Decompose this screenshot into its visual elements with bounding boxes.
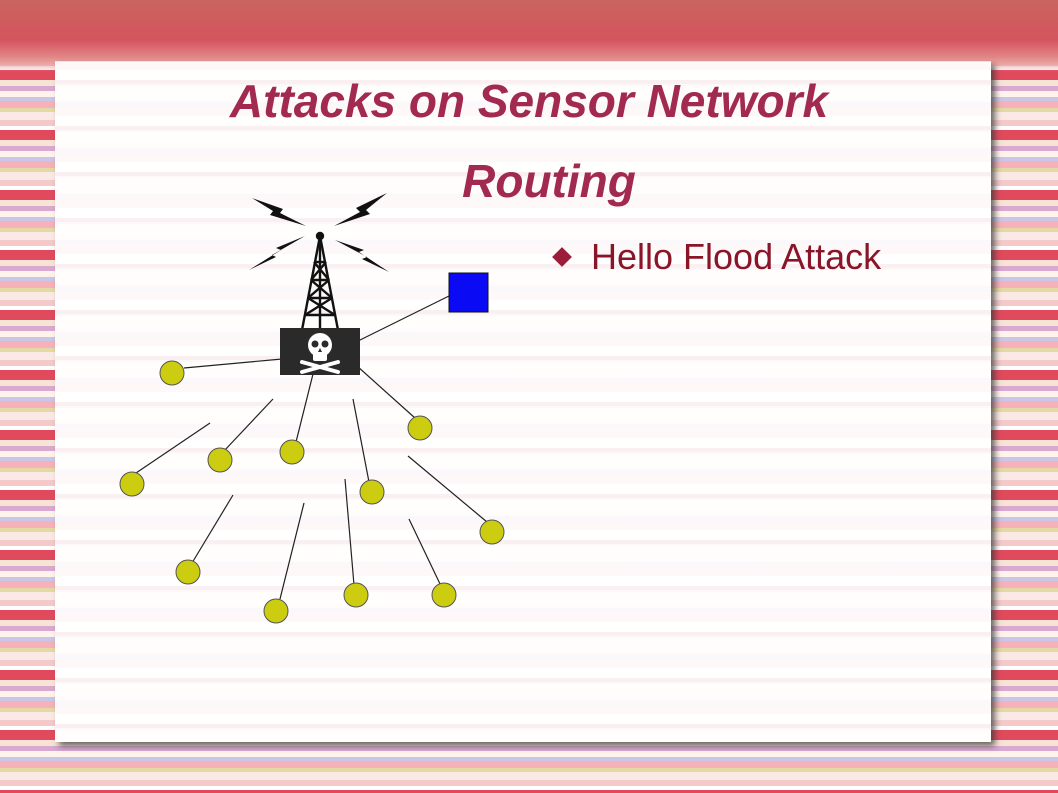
link-node (352, 398, 370, 483)
sensor-node (159, 360, 185, 386)
link-node (191, 494, 234, 564)
attacker-node (280, 328, 360, 375)
radio-tower-icon (300, 231, 340, 331)
sensor-node (263, 598, 289, 624)
sensor-node (279, 439, 305, 465)
link-attacker-base-station (355, 295, 450, 343)
base-station-node (448, 272, 489, 313)
sensor-node (119, 471, 145, 497)
slide-panel (55, 61, 991, 742)
link-node (135, 422, 211, 474)
sensor-node (175, 559, 201, 585)
network-links (135, 295, 488, 600)
link-node (408, 518, 442, 587)
link-attacker-node (356, 365, 416, 419)
lightning-bolt-icon (249, 193, 389, 272)
sensor-node (359, 479, 385, 505)
sensor-node (343, 582, 369, 608)
sensor-node (431, 582, 457, 608)
sensor-nodes (119, 360, 505, 624)
sensor-node (479, 519, 505, 545)
link-attacker-node (295, 373, 314, 443)
sensor-node (207, 447, 233, 473)
link-node (223, 398, 274, 452)
bullet-text: Hello Flood Attack (591, 236, 882, 277)
link-node (407, 455, 488, 523)
sensor-node (407, 415, 433, 441)
skull-crossbones-icon (300, 333, 340, 374)
link-attacker-node (183, 358, 283, 369)
bullet-item: Hello Flood Attack (551, 236, 881, 278)
slide-title-line-2: Routing (462, 155, 636, 207)
link-node (344, 478, 355, 586)
link-node (279, 502, 305, 600)
slide-title-line-1: Attacks on Sensor Network (229, 75, 829, 127)
